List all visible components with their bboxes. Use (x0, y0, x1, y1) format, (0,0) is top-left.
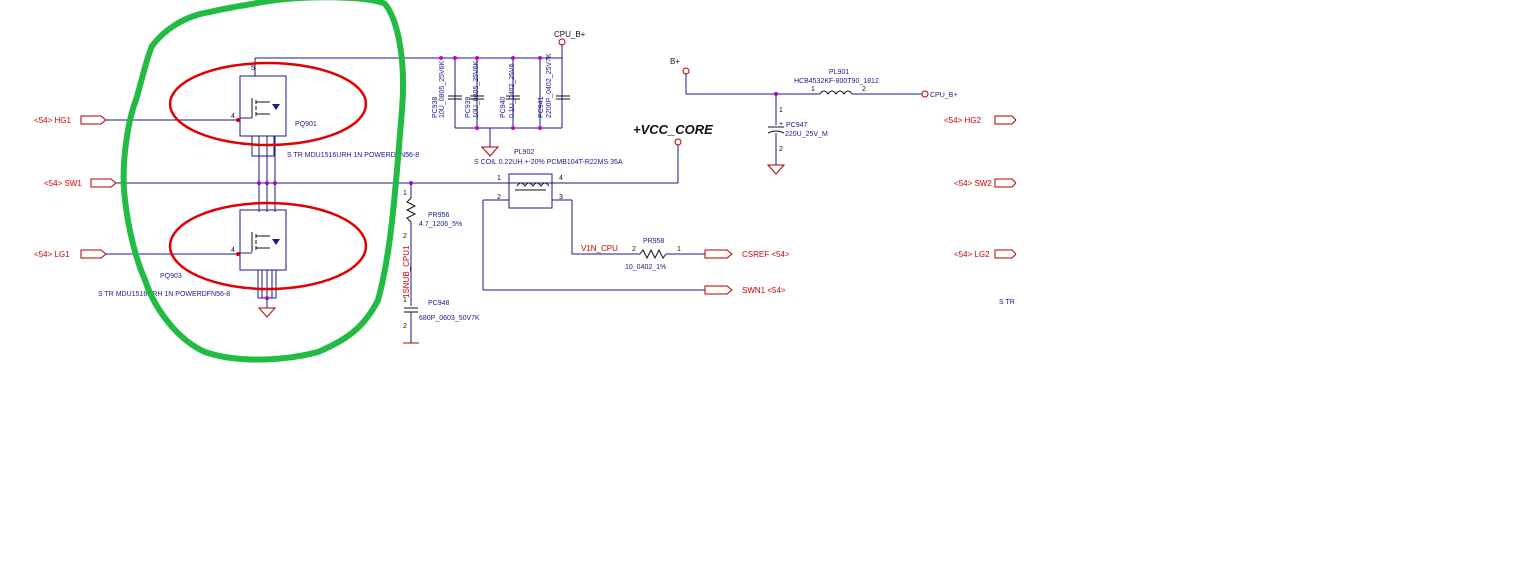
pc941-ref: PC941 (538, 96, 545, 118)
net-vcc-core: +VCC_CORE (633, 122, 713, 137)
pc940-value: 0.1U_0402_25V6 (509, 63, 516, 118)
input-rail (255, 38, 566, 59)
port-swn1-label: SWN1 <54> (742, 286, 786, 295)
port-csref (704, 249, 733, 259)
port-hg2 (994, 115, 1017, 125)
pq903-desc: S TR MDU1516URH 1N POWERDFN56-8 (98, 291, 230, 298)
pc939-value: 10U_0805_25V6K (473, 60, 480, 118)
port-sw1-label: <54> SW1 (44, 179, 82, 188)
svg-text:1: 1 (811, 86, 815, 93)
partial-label-right: S TR (999, 299, 1015, 306)
input-filter (682, 67, 929, 175)
snubber-network (403, 183, 419, 344)
svg-text:2: 2 (403, 323, 407, 330)
resistor-pr958 (572, 248, 705, 260)
pr956-ref: PR956 (428, 212, 450, 219)
pc940-ref: PC940 (500, 96, 507, 118)
pr958-ref: PR958 (643, 238, 665, 245)
port-sw2-label: <54> SW2 (954, 179, 992, 188)
svg-text:2: 2 (497, 194, 501, 201)
highlight-outline-green (120, 0, 407, 363)
port-lg1-label: <54> LG1 (34, 250, 70, 259)
cap-pc938-symbol (448, 95, 462, 100)
pr956-value: 4.7_1206_5% (419, 221, 462, 228)
port-hg1-label: <54> HG1 (34, 116, 71, 125)
pc939-ref: PC939 (465, 96, 472, 118)
svg-text:4: 4 (231, 113, 235, 120)
pc947-value: 220U_25V_M (785, 131, 828, 138)
pc938-ref: PC938 (432, 96, 439, 118)
svg-text:1: 1 (677, 246, 681, 253)
ground-symbol (766, 164, 786, 175)
mosfet-pq901 (239, 58, 287, 183)
inductor-pl902 (482, 173, 573, 290)
port-lg1 (80, 249, 240, 259)
net-cpu-b-plus-top: CPU_B+ (554, 30, 586, 39)
port-lg2-label: <54> LG2 (954, 250, 990, 259)
net-snub-cpu1: 1SNUB_CPU1 (402, 245, 411, 298)
svg-text:5: 5 (251, 65, 255, 72)
port-csref-label: CSREF <54> (742, 250, 790, 259)
cap-pc940-symbol (506, 58, 520, 128)
port-sw2 (994, 178, 1017, 188)
ground-symbol (257, 307, 277, 318)
svg-text:2: 2 (403, 233, 407, 240)
pq903-ref: PQ903 (160, 273, 182, 280)
svg-text:1: 1 (403, 190, 407, 197)
highlight-circle-high-side (168, 61, 368, 147)
svg-text:1: 1 (403, 297, 407, 304)
svg-text:3: 3 (559, 194, 563, 201)
pl901-value: HCB4532KF-800T90_1812 (794, 78, 879, 85)
pl901-ref: PL901 (829, 69, 849, 76)
port-sw1 (90, 178, 678, 188)
capacitor-bank (439, 56, 570, 157)
pr958-value: 10_0402_1% (625, 264, 666, 271)
net-cpu-b-plus-right: CPU_B+ (930, 92, 957, 99)
svg-text:+: + (779, 121, 783, 128)
svg-text:2: 2 (862, 86, 866, 93)
pl902-ref: PL902 (514, 149, 534, 156)
pc938-value: 10U_0805_25V6K (439, 60, 446, 118)
vcc-core-net (674, 138, 682, 183)
pc948-value: 680P_0603_50V7K (419, 315, 480, 322)
port-lg2 (994, 249, 1017, 259)
cap-pc941-symbol (539, 58, 570, 128)
net-v1n-cpu: V1N_CPU (581, 244, 618, 253)
mosfet-pq903 (239, 183, 287, 318)
cap-pc939-symbol (470, 58, 484, 128)
svg-text:1: 1 (497, 175, 501, 182)
pc948-ref: PC948 (428, 300, 450, 307)
pl902-desc: S COIL 0.22UH +-20% PCMB104T-R22MS 35A (474, 159, 623, 166)
pc947-ref: PC947 (786, 122, 808, 129)
pq901-ref: PQ901 (295, 121, 317, 128)
pc941-value: 2200P_0402_25V7K (546, 53, 553, 118)
svg-text:4: 4 (231, 247, 235, 254)
port-hg1 (80, 115, 240, 125)
highlight-circle-low-side (168, 201, 368, 291)
port-swn1 (483, 285, 733, 295)
svg-text:1: 1 (779, 107, 783, 114)
svg-text:4: 4 (559, 175, 563, 182)
svg-text:2: 2 (632, 246, 636, 253)
ground-symbol (480, 146, 500, 157)
svg-text:2: 2 (779, 146, 783, 153)
pq901-desc: S TR MDU1516URH 1N POWERDFN56-8 (287, 152, 419, 159)
net-b-plus: B+ (670, 57, 680, 66)
port-hg2-label: <54> HG2 (944, 116, 981, 125)
